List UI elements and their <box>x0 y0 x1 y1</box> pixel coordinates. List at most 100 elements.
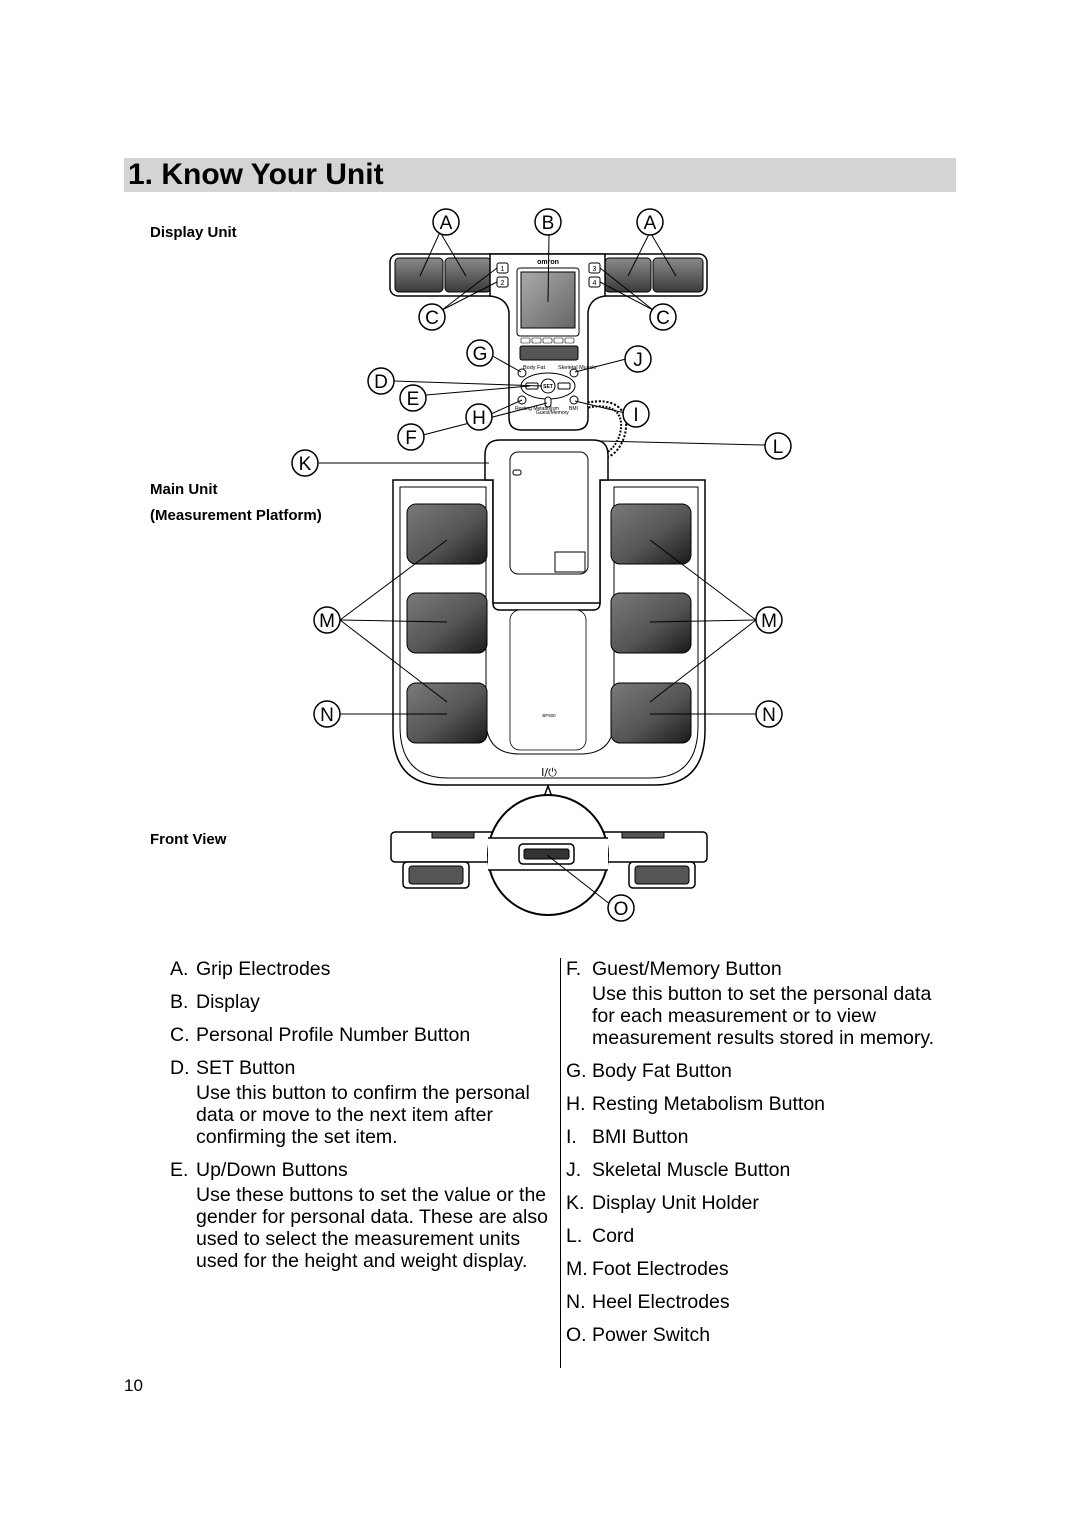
legend-description: Use this button to confirm the personal … <box>196 1082 530 1148</box>
legend-item-c: C. Personal Profile Number Button <box>170 1024 560 1046</box>
callout-i-label: I <box>633 405 638 426</box>
callout-j <box>624 345 652 373</box>
legend-label: Foot Electrodes <box>592 1258 729 1280</box>
heel-electrode <box>610 682 692 744</box>
section-title-bar: 1. Know Your Unit <box>124 158 956 192</box>
model-label: BF500 <box>542 713 556 718</box>
legend-label: Skeletal Muscle Button <box>592 1159 791 1181</box>
bmi-text: BMI <box>569 406 578 412</box>
legend-item-d: D. SET Button Use this button to confirm… <box>170 1057 560 1148</box>
callout-a-left-label: A <box>440 213 453 234</box>
legend-item-a: A. Grip Electrodes <box>170 958 560 980</box>
legend-letter: G. <box>566 1060 587 1082</box>
callout-k <box>291 449 319 477</box>
profile-button-2-label: 2 <box>501 280 505 287</box>
legend-item-b: B. Display <box>170 991 560 1013</box>
callout-n-right <box>755 700 783 728</box>
legend-item-o: O. Power Switch <box>566 1324 956 1346</box>
legend-label: SET Button <box>196 1057 296 1079</box>
legend-label: Display Unit Holder <box>592 1192 759 1214</box>
callout-m-right-label: M <box>761 611 777 632</box>
resting-metabolism-text: Resting Metabolism <box>515 406 559 412</box>
callout-l-label: L <box>773 437 784 458</box>
measurement-platform-label: (Measurement Platform) <box>150 507 322 524</box>
callout-b-label: B <box>542 213 555 234</box>
legend-divider <box>560 958 561 1368</box>
callout-o <box>607 894 635 922</box>
legend-item-l: L. Cord <box>566 1225 956 1247</box>
legend-letter: E. <box>170 1159 189 1181</box>
legend-label: Resting Metabolism Button <box>592 1093 826 1115</box>
callout-m-right <box>755 606 783 634</box>
legend-label: Personal Profile Number Button <box>196 1024 471 1046</box>
body-fat-text: Body Fat <box>523 365 545 371</box>
legend-item-h: H. Resting Metabolism Button <box>566 1093 956 1115</box>
grip-electrode <box>652 257 704 293</box>
legend-label: BMI Button <box>592 1126 689 1148</box>
callout-a-right <box>636 208 664 236</box>
center-panel <box>509 609 587 751</box>
legend-label: Display <box>196 991 260 1013</box>
front-view <box>390 794 708 916</box>
page-title: 1. Know Your Unit <box>128 158 384 191</box>
callout-c-left <box>418 303 446 331</box>
legend-letter: N. <box>566 1291 586 1313</box>
legend-label: Guest/Memory Button <box>592 958 782 980</box>
callout-e <box>399 384 427 412</box>
callout-b <box>534 208 562 236</box>
legend-letter: K. <box>566 1192 585 1214</box>
legend-letter: J. <box>566 1159 582 1181</box>
foot-electrode <box>610 503 692 565</box>
callout-j-label: J <box>633 350 643 371</box>
foot-electrode <box>610 592 692 654</box>
page-number: 10 <box>124 1376 143 1395</box>
power-symbol: I/⏻ <box>541 766 557 779</box>
grip-electrode <box>394 257 444 293</box>
profile-button-1-label: 1 <box>501 266 505 273</box>
profile-button-4-label: 4 <box>593 280 597 287</box>
legend-letter: B. <box>170 991 189 1013</box>
callout-h <box>465 403 493 431</box>
foot-electrode <box>406 503 488 565</box>
legend-label: Up/Down Buttons <box>196 1159 348 1181</box>
heel-electrode <box>406 682 488 744</box>
guest-memory-button[interactable] <box>544 396 552 408</box>
callouts: A B A C C G J D E H I F L K M M N N <box>291 208 792 922</box>
legend-item-m: M. Foot Electrodes <box>566 1258 956 1280</box>
legend-item-k: K. Display Unit Holder <box>566 1192 956 1214</box>
legend-left-column: A. Grip Electrodes B. Display C. Persona… <box>170 958 560 1283</box>
legend-description: Use this button to set the personal data… <box>592 983 935 1049</box>
mode-strip <box>519 345 579 361</box>
callout-g <box>466 339 494 367</box>
callout-n-left <box>313 700 341 728</box>
skeletal-muscle-text: Skeletal Muscle <box>558 365 597 371</box>
profile-buttons: 1 2 3 4 <box>496 262 601 288</box>
legend-letter: H. <box>566 1093 586 1115</box>
display-unit-label: Display Unit <box>150 224 237 241</box>
legend-label: Body Fat Button <box>592 1060 732 1082</box>
legend-item-e: E. Up/Down Buttons Use these buttons to … <box>170 1159 560 1272</box>
callout-i <box>622 400 650 428</box>
legend-label: Cord <box>592 1225 635 1247</box>
main-unit: BF500 I/⏻ <box>392 439 706 786</box>
callout-o-label: O <box>614 899 629 920</box>
legend-item-i: I. BMI Button <box>566 1126 956 1148</box>
legend-item-g: G. Body Fat Button <box>566 1060 956 1082</box>
legend-description: Use these buttons to set the value or th… <box>196 1184 548 1272</box>
legend-letter: C. <box>170 1024 190 1046</box>
callout-e-label: E <box>407 389 420 410</box>
callout-c-left-label: C <box>425 308 439 329</box>
callout-m-left <box>313 606 341 634</box>
legend-letter: A. <box>170 958 189 980</box>
bmi-button[interactable] <box>569 395 579 405</box>
body-fat-button[interactable] <box>517 368 527 378</box>
profile-button-3-label: 3 <box>593 266 597 273</box>
legend-item-j: J. Skeletal Muscle Button <box>566 1159 956 1181</box>
front-view-label: Front View <box>150 831 227 848</box>
callout-h-label: H <box>472 408 486 429</box>
up-button[interactable] <box>557 382 571 390</box>
set-button-label: SET <box>543 384 553 390</box>
legend-label: Power Switch <box>592 1324 711 1346</box>
callout-c-right-label: C <box>656 308 670 329</box>
skeletal-muscle-button[interactable] <box>569 368 579 378</box>
